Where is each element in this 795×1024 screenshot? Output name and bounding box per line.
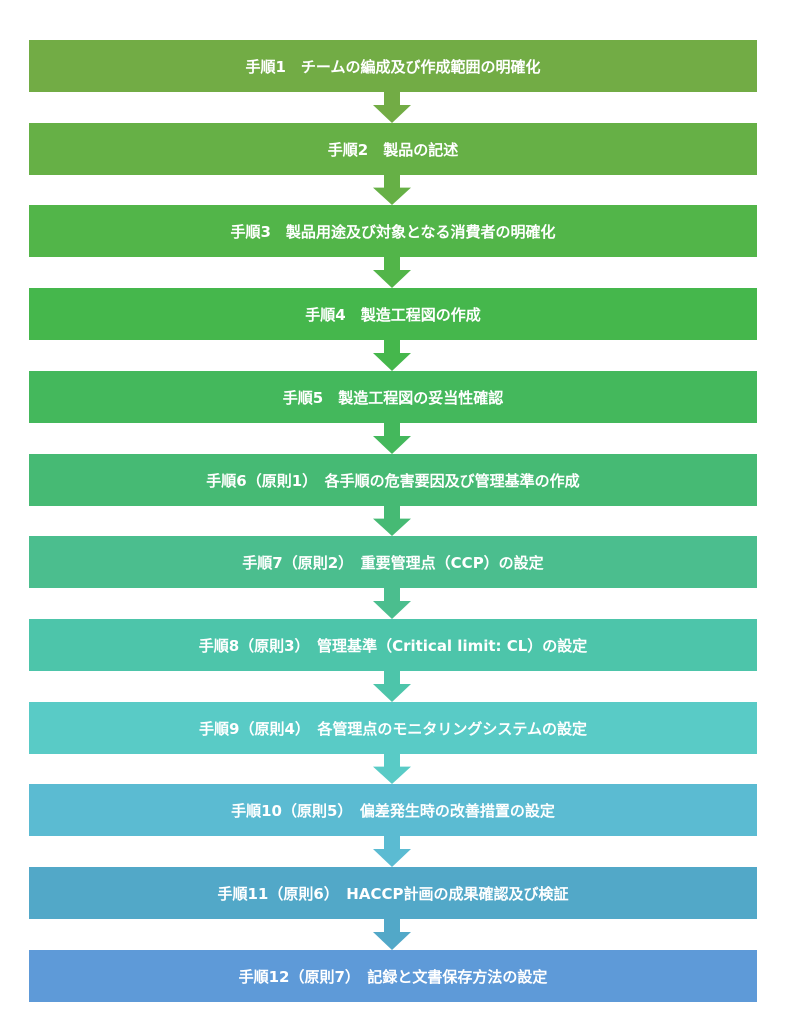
step-box-1: 手順1 チームの編成及び作成範囲の明確化 <box>29 40 757 92</box>
step-label: 手順10（原則5） 偏差発生時の改善措置の設定 <box>231 801 555 820</box>
down-arrow-icon <box>373 671 411 702</box>
down-arrow-icon <box>373 257 411 288</box>
step-label: 手順5 製造工程図の妥当性確認 <box>282 388 504 407</box>
step-box-10: 手順10（原則5） 偏差発生時の改善措置の設定 <box>29 784 757 836</box>
step-label: 手順2 製品の記述 <box>327 140 459 159</box>
step-label: 手順4 製造工程図の作成 <box>305 305 481 324</box>
step-box-7: 手順7（原則2） 重要管理点（CCP）の設定 <box>29 536 757 588</box>
step-box-11: 手順11（原則6） HACCP計画の成果確認及び検証 <box>29 867 757 919</box>
step-label: 手順9（原則4） 各管理点のモニタリングシステムの設定 <box>199 719 587 738</box>
step-box-6: 手順6（原則1） 各手順の危害要因及び管理基準の作成 <box>29 454 757 506</box>
step-label: 手順12（原則7） 記録と文書保存方法の設定 <box>238 967 548 986</box>
step-box-3: 手順3 製品用途及び対象となる消費者の明確化 <box>29 205 757 257</box>
step-label: 手順6（原則1） 各手順の危害要因及び管理基準の作成 <box>206 471 580 490</box>
down-arrow-icon <box>373 423 411 454</box>
down-arrow-icon <box>373 92 411 123</box>
down-arrow-icon <box>373 754 411 784</box>
step-label: 手順1 チームの編成及び作成範囲の明確化 <box>245 57 541 76</box>
step-box-8: 手順8（原則3） 管理基準（Critical limit: CL）の設定 <box>29 619 757 671</box>
down-arrow-icon <box>373 836 411 867</box>
step-box-2: 手順2 製品の記述 <box>29 123 757 175</box>
down-arrow-icon <box>373 175 411 205</box>
down-arrow-icon <box>373 340 411 371</box>
step-label: 手順8（原則3） 管理基準（Critical limit: CL）の設定 <box>198 636 588 655</box>
step-label: 手順11（原則6） HACCP計画の成果確認及び検証 <box>217 884 569 903</box>
down-arrow-icon <box>373 919 411 950</box>
step-label: 手順3 製品用途及び対象となる消費者の明確化 <box>230 222 556 241</box>
step-box-5: 手順5 製造工程図の妥当性確認 <box>29 371 757 423</box>
step-box-12: 手順12（原則7） 記録と文書保存方法の設定 <box>29 950 757 1002</box>
step-box-9: 手順9（原則4） 各管理点のモニタリングシステムの設定 <box>29 702 757 754</box>
step-box-4: 手順4 製造工程図の作成 <box>29 288 757 340</box>
down-arrow-icon <box>373 506 411 536</box>
step-label: 手順7（原則2） 重要管理点（CCP）の設定 <box>242 553 544 572</box>
down-arrow-icon <box>373 588 411 619</box>
